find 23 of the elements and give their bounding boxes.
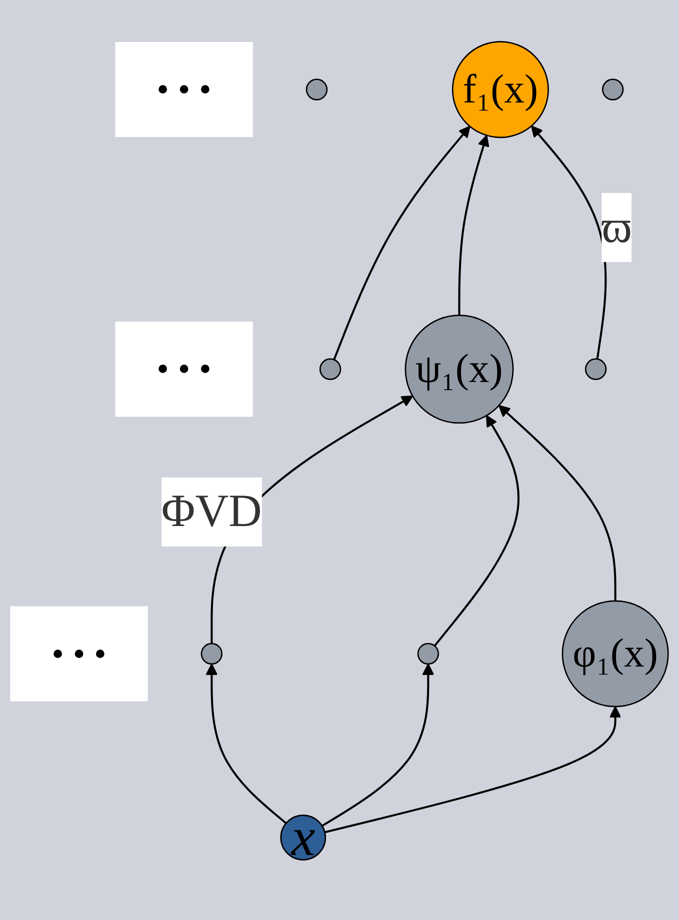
node-circle	[319, 358, 342, 380]
arrow	[322, 663, 434, 827]
node-circle	[602, 78, 624, 100]
arrow	[434, 415, 520, 646]
node-box: • • •	[115, 322, 253, 417]
node-box: • • •	[10, 606, 148, 702]
node-circle: f₁(x)	[452, 41, 549, 138]
arrow	[458, 134, 490, 316]
arrow	[206, 663, 287, 824]
edge-label: ϖ	[602, 202, 632, 253]
arrow	[498, 404, 616, 601]
arrow	[530, 125, 607, 360]
node-circle	[306, 78, 328, 100]
node-circle: x	[280, 814, 326, 860]
edge-label: ΦVD	[161, 486, 262, 538]
node-circle	[417, 642, 440, 665]
node-circle	[200, 642, 223, 665]
node-box: • • •	[115, 42, 253, 138]
node-circle: ψ₁(x)	[404, 314, 514, 424]
arrow	[333, 126, 470, 360]
node-circle: φ₁(x)	[562, 600, 669, 708]
node-circle	[584, 358, 607, 380]
arrow	[324, 706, 622, 834]
